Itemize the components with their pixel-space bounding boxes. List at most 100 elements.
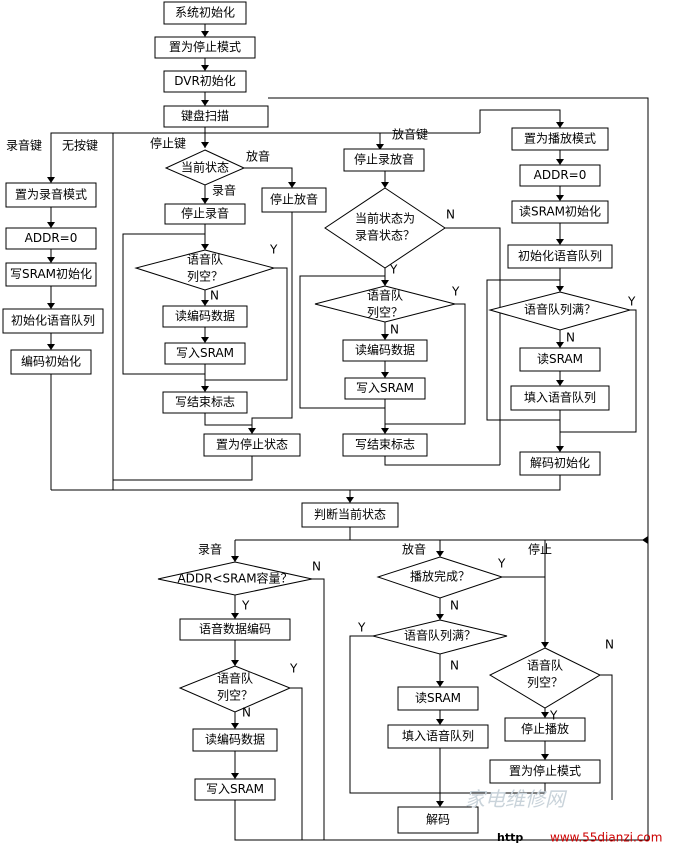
svg-text:列空？: 列空？	[527, 676, 563, 690]
svg-text:置为停止模式: 置为停止模式	[509, 763, 581, 778]
svg-text:ADDR<SRAM容量？: ADDR<SRAM容量？	[177, 571, 292, 586]
box-fill-voice-queue-2: 填入语音队列	[387, 724, 489, 749]
box-write-sram-1: 写入SRAM	[164, 342, 246, 365]
svg-text:当前状态: 当前状态	[181, 160, 229, 175]
box-init-voice-queue-record: 初始化语音队列	[2, 308, 104, 334]
box-init-voice-queue-play: 初始化语音队列	[507, 244, 613, 269]
label-yes-3: Y	[451, 285, 460, 299]
box-set-stop-state: 置为停止状态	[203, 433, 301, 457]
svg-text:置为播放模式: 置为播放模式	[524, 131, 596, 146]
decision-queue-empty-2: 语音队 列空？	[314, 285, 456, 323]
decision-is-record-state: 当前状态为 录音状态？	[324, 187, 446, 269]
watermark-text: 家电维修网	[465, 787, 568, 811]
svg-text:解码初始化: 解码初始化	[530, 456, 590, 470]
label-yes-6: Y	[289, 662, 298, 676]
branch-labels: 录音键 无按键 停止键 放音键 放音 录音 Y N N Y Y N Y N 录音…	[6, 127, 636, 723]
svg-text:置为录音模式: 置为录音模式	[15, 187, 87, 202]
svg-text:系统初始化: 系统初始化	[175, 6, 235, 20]
box-key-scan: 键盘扫描	[163, 105, 269, 128]
box-write-end-flag-1: 写结束标志	[162, 391, 248, 414]
watermark-url: www.55dianzi.com	[550, 831, 662, 845]
svg-text:语音数据编码: 语音数据编码	[199, 621, 271, 636]
svg-text:DVR初始化: DVR初始化	[174, 74, 236, 88]
watermark: 家电维修网 http www.55dianzi.com	[465, 787, 662, 845]
box-stop-record-play: 停止录放音	[343, 148, 425, 172]
svg-text:编码初始化: 编码初始化	[21, 354, 81, 369]
decision-queue-full-2: 语音队列满？	[372, 619, 508, 655]
svg-text:填入语音队列: 填入语音队列	[402, 728, 474, 743]
svg-text:ADDR=0: ADDR=0	[534, 168, 587, 182]
box-set-stop-mode: 置为停止模式	[154, 36, 256, 59]
box-stop-play: 停止放音	[261, 187, 327, 213]
svg-text:录音状态？: 录音状态？	[355, 228, 415, 243]
svg-text:写结束标志: 写结束标志	[355, 438, 415, 452]
svg-text:写入SRAM: 写入SRAM	[356, 381, 414, 395]
box-voice-data-encode: 语音数据编码	[179, 618, 291, 641]
box-decode: 解码	[397, 806, 479, 834]
svg-text:解码: 解码	[426, 813, 450, 827]
svg-text:当前状态为: 当前状态为	[355, 211, 415, 226]
box-set-play-mode: 置为播放模式	[511, 127, 609, 151]
box-read-encoded-data-2: 读编码数据	[342, 339, 428, 362]
svg-text:语音队列满？: 语音队列满？	[404, 628, 476, 643]
svg-text:列空？: 列空？	[367, 306, 403, 320]
label-yes-5: Y	[241, 599, 250, 613]
svg-text:读编码数据: 读编码数据	[205, 732, 265, 747]
label-no-8: N	[450, 659, 459, 673]
box-write-sram-3: 写入SRAM	[194, 778, 276, 801]
box-set-record-mode: 置为录音模式	[5, 182, 97, 208]
decision-addr-lt-sram: ADDR<SRAM容量？	[157, 561, 313, 596]
label-yes-8: Y	[357, 621, 366, 635]
box-write-end-flag-2: 写结束标志	[342, 433, 428, 457]
box-read-sram-2: 读SRAM	[397, 686, 479, 711]
svg-text:置为停止模式: 置为停止模式	[169, 39, 241, 54]
svg-text:写入SRAM: 写入SRAM	[176, 346, 234, 360]
svg-text:写入SRAM: 写入SRAM	[206, 782, 264, 796]
box-addr-zero-play: ADDR=0	[519, 164, 601, 187]
box-stop-record: 停止录音	[164, 203, 246, 225]
box-read-sram-1: 读SRAM	[519, 347, 601, 372]
label-no-1: N	[210, 289, 219, 303]
svg-text:初始化语音队列: 初始化语音队列	[11, 313, 95, 328]
box-read-encoded-data-1: 读编码数据	[162, 305, 248, 328]
box-dvr-init: DVR初始化	[163, 70, 247, 93]
label-stop-b: 停止	[528, 542, 552, 557]
box-encode-init: 编码初始化	[10, 349, 92, 375]
svg-text:语音队列满？: 语音队列满？	[524, 302, 596, 317]
box-write-sram-init: 写SRAM初始化	[5, 262, 97, 287]
box-set-stop-mode-2: 置为停止模式	[489, 759, 601, 784]
svg-text:列空？: 列空？	[187, 270, 223, 284]
svg-text:列空？: 列空？	[217, 689, 253, 703]
svg-text:判断当前状态: 判断当前状态	[314, 507, 386, 522]
label-no-key: 无按键	[62, 139, 98, 153]
svg-text:写结束标志: 写结束标志	[175, 395, 235, 409]
decision-play-done: 播放完成？	[376, 556, 504, 599]
box-fill-voice-queue-1: 填入语音队列	[510, 385, 610, 411]
label-play: 放音	[246, 149, 270, 164]
svg-text:停止录音: 停止录音	[181, 206, 229, 221]
arrowheads	[47, 31, 648, 807]
label-play-key: 放音键	[392, 127, 428, 142]
label-stop-key: 停止键	[150, 136, 186, 151]
label-no-4: N	[566, 331, 575, 345]
decision-queue-empty-3: 语音队 列空？	[178, 665, 292, 713]
watermark-mark: http	[497, 831, 523, 844]
svg-text:播放完成？: 播放完成？	[410, 569, 470, 584]
decision-queue-empty-4: 语音队 列空？	[488, 647, 602, 709]
label-no-9: N	[605, 638, 614, 652]
svg-text:读SRAM初始化: 读SRAM初始化	[519, 205, 601, 219]
label-play-b: 放音	[402, 542, 426, 557]
box-read-sram-init: 读SRAM初始化	[511, 200, 609, 224]
label-record-b: 录音	[198, 542, 222, 557]
label-yes-9: Y	[549, 709, 558, 723]
label-no-3: N	[390, 323, 399, 337]
svg-text:读编码数据: 读编码数据	[175, 308, 235, 323]
label-record-key: 录音键	[6, 138, 42, 153]
label-yes-2: Y	[389, 263, 398, 277]
box-write-sram-2: 写入SRAM	[344, 377, 426, 400]
svg-text:语音队: 语音队	[217, 671, 253, 686]
svg-text:初始化语音队列: 初始化语音队列	[518, 248, 602, 263]
svg-text:读SRAM: 读SRAM	[415, 691, 461, 705]
label-no-7: N	[450, 599, 459, 613]
label-yes-7: Y	[497, 557, 506, 571]
